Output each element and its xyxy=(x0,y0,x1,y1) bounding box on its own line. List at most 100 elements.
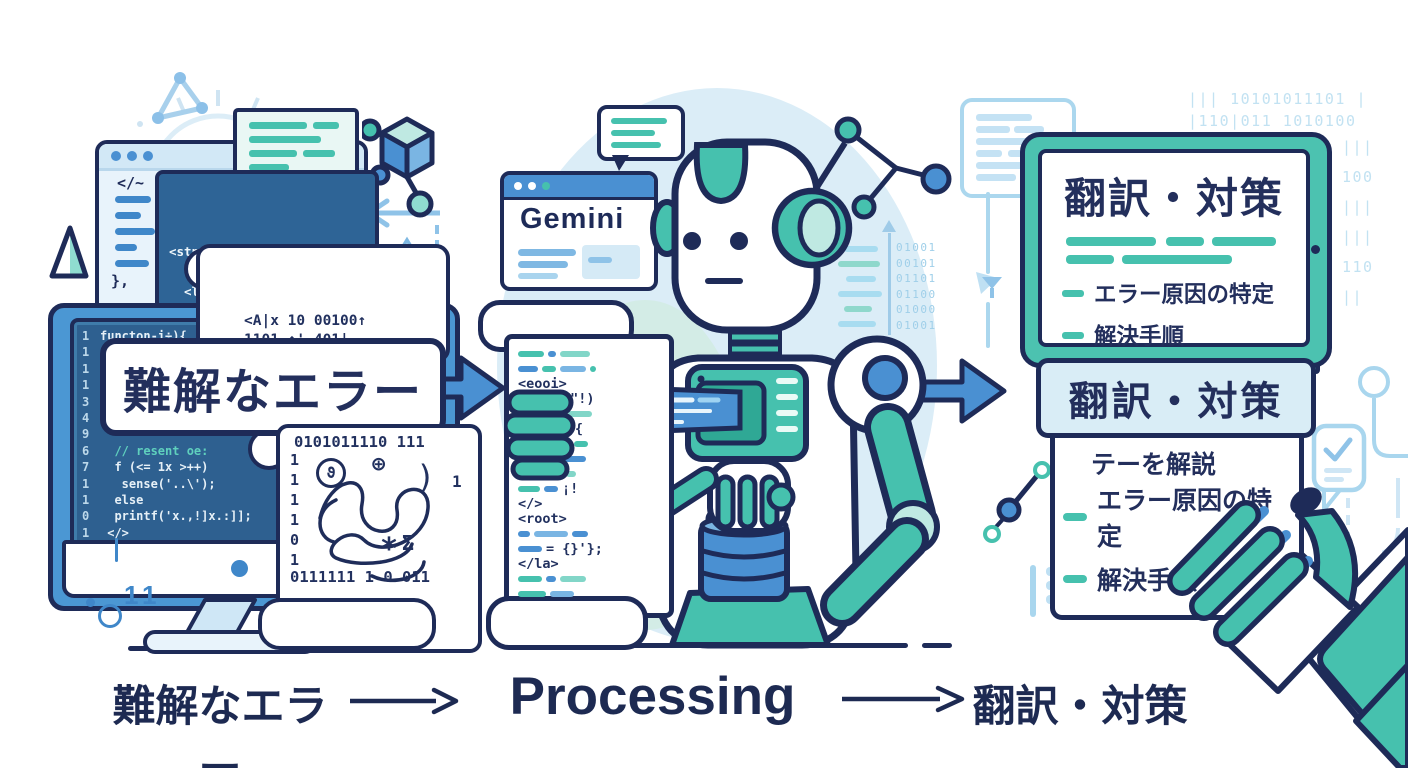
text-line xyxy=(115,212,141,219)
binary-cell: ||| xyxy=(1342,228,1374,246)
binary-line: <A|x 10 00100↑ xyxy=(244,312,367,329)
text-line xyxy=(115,228,155,235)
dash xyxy=(838,321,876,327)
dash xyxy=(846,276,876,282)
bullet-dash xyxy=(1062,289,1084,297)
binary-text-bottom: 0111111 1 0 011 xyxy=(290,568,430,586)
tick xyxy=(115,538,118,562)
binary-background-column: |||100||||||110|| xyxy=(1342,132,1374,312)
asterisk-symbol: * xyxy=(380,532,399,567)
code-row: 1 sense('..\'); xyxy=(82,476,440,492)
bullet-dash xyxy=(1062,331,1084,339)
code-text: sense('..\'); xyxy=(100,476,216,491)
line-number: 6 xyxy=(82,443,90,458)
note-line xyxy=(303,150,335,157)
thumbnail-box xyxy=(582,245,640,279)
line-number: 4 xyxy=(82,411,90,426)
paren-symbol: ) xyxy=(416,458,436,496)
molecule-dot-icon xyxy=(983,461,1051,543)
line-number: 9 xyxy=(82,427,90,442)
digit: 1 xyxy=(290,551,300,569)
dash xyxy=(838,291,882,297)
thumbnail-line xyxy=(588,257,612,263)
bubble-line xyxy=(611,118,667,124)
camera-dot xyxy=(1311,245,1320,254)
caption-arrow-1 xyxy=(350,687,459,715)
code-row: 3 xyxy=(82,394,440,410)
binary-background-rows: ||| 10101011101 ||110|011 1010100 xyxy=(1188,88,1367,132)
caption-step3: 翻訳・対策 xyxy=(972,683,1188,731)
code-text: ¡! xyxy=(562,480,579,497)
bullet-text: 解決手順 xyxy=(1094,324,1185,349)
binary-cell: 100 xyxy=(1342,168,1374,186)
digits-text: 11 xyxy=(124,580,162,610)
quote-bar xyxy=(1030,565,1036,617)
code-text: <root> xyxy=(518,510,567,527)
robot-hand-holding-card xyxy=(1167,487,1408,768)
brace-text: }, xyxy=(111,272,130,290)
up-arrow xyxy=(882,220,896,232)
code-row: 4 xyxy=(82,410,440,426)
bullet-item: エラー原因の特定 xyxy=(1062,277,1292,309)
code-text: // resent oe: xyxy=(100,443,209,458)
code-text: </la> xyxy=(518,555,559,572)
line-number: 7 xyxy=(82,460,90,475)
text-line xyxy=(518,249,576,256)
one-symbol: 1 xyxy=(452,472,462,491)
code-row: 6 // resent oe: xyxy=(82,443,440,459)
code-text: = {}'}; xyxy=(546,540,603,557)
ring xyxy=(98,604,122,628)
flow-line xyxy=(986,302,990,348)
robot xyxy=(572,138,940,649)
code-text: <eooi> xyxy=(518,375,567,392)
code-text: f (<= 1x >++) xyxy=(100,460,209,475)
card-title-banner: 翻訳・対策 xyxy=(1036,358,1316,438)
line-number: 0 xyxy=(82,509,90,524)
gemini-title: Gemini xyxy=(520,203,625,235)
power-dot xyxy=(231,560,248,577)
molecule-icon xyxy=(834,116,952,220)
lead-text: テーを解説 xyxy=(1091,451,1217,479)
axis-line xyxy=(888,233,891,335)
text-line xyxy=(115,244,137,251)
text-line xyxy=(115,196,151,203)
checklist-icon xyxy=(1311,423,1367,542)
window-dot xyxy=(514,182,522,190)
code-text: </> xyxy=(518,495,543,512)
scroll-bottom-curl xyxy=(258,598,436,650)
code-row: 1 else xyxy=(82,492,440,508)
window-dot xyxy=(111,151,121,161)
line-number: 1 xyxy=(82,361,90,376)
binary-cell: 110 xyxy=(1342,258,1374,276)
bullet-text: エラー原因の特定 xyxy=(1094,282,1275,307)
triangle-molecule-icon xyxy=(152,72,208,124)
dash xyxy=(844,246,878,252)
ground-dash xyxy=(922,643,952,648)
pyramid-icon xyxy=(49,225,89,279)
note-line xyxy=(249,150,297,157)
code-row: 0 printf('x.,!]x.:]]; xyxy=(82,508,440,524)
line-number: 3 xyxy=(82,394,90,409)
bullet-item: 解決手順 xyxy=(1062,319,1292,351)
dash xyxy=(838,261,880,267)
binary-row: 01101 xyxy=(896,272,937,285)
tablet-title: 翻訳・対策 xyxy=(1063,175,1284,222)
binary-text-top: 0101011110 111 xyxy=(294,433,425,451)
tablet-bullet-list: エラー原因の特定 解決手順 xyxy=(1062,277,1292,361)
binary-cell: ||| xyxy=(1342,138,1374,156)
code-row: 9 xyxy=(82,426,440,442)
bullet-dash xyxy=(1063,575,1087,583)
robot-grip-hand xyxy=(505,389,576,481)
card-lead-item: テーを解説 xyxy=(1091,445,1216,481)
error-label: 難解なエラー xyxy=(100,338,446,436)
robot-eye xyxy=(683,232,701,250)
binary-row: 01001 xyxy=(896,241,937,254)
note-line xyxy=(313,122,339,129)
binary-row: |110|011 1010100 xyxy=(1188,112,1357,130)
digit: 1 xyxy=(290,511,300,529)
line-number: 1 xyxy=(82,345,90,360)
code-row: 1 xyxy=(82,344,440,360)
